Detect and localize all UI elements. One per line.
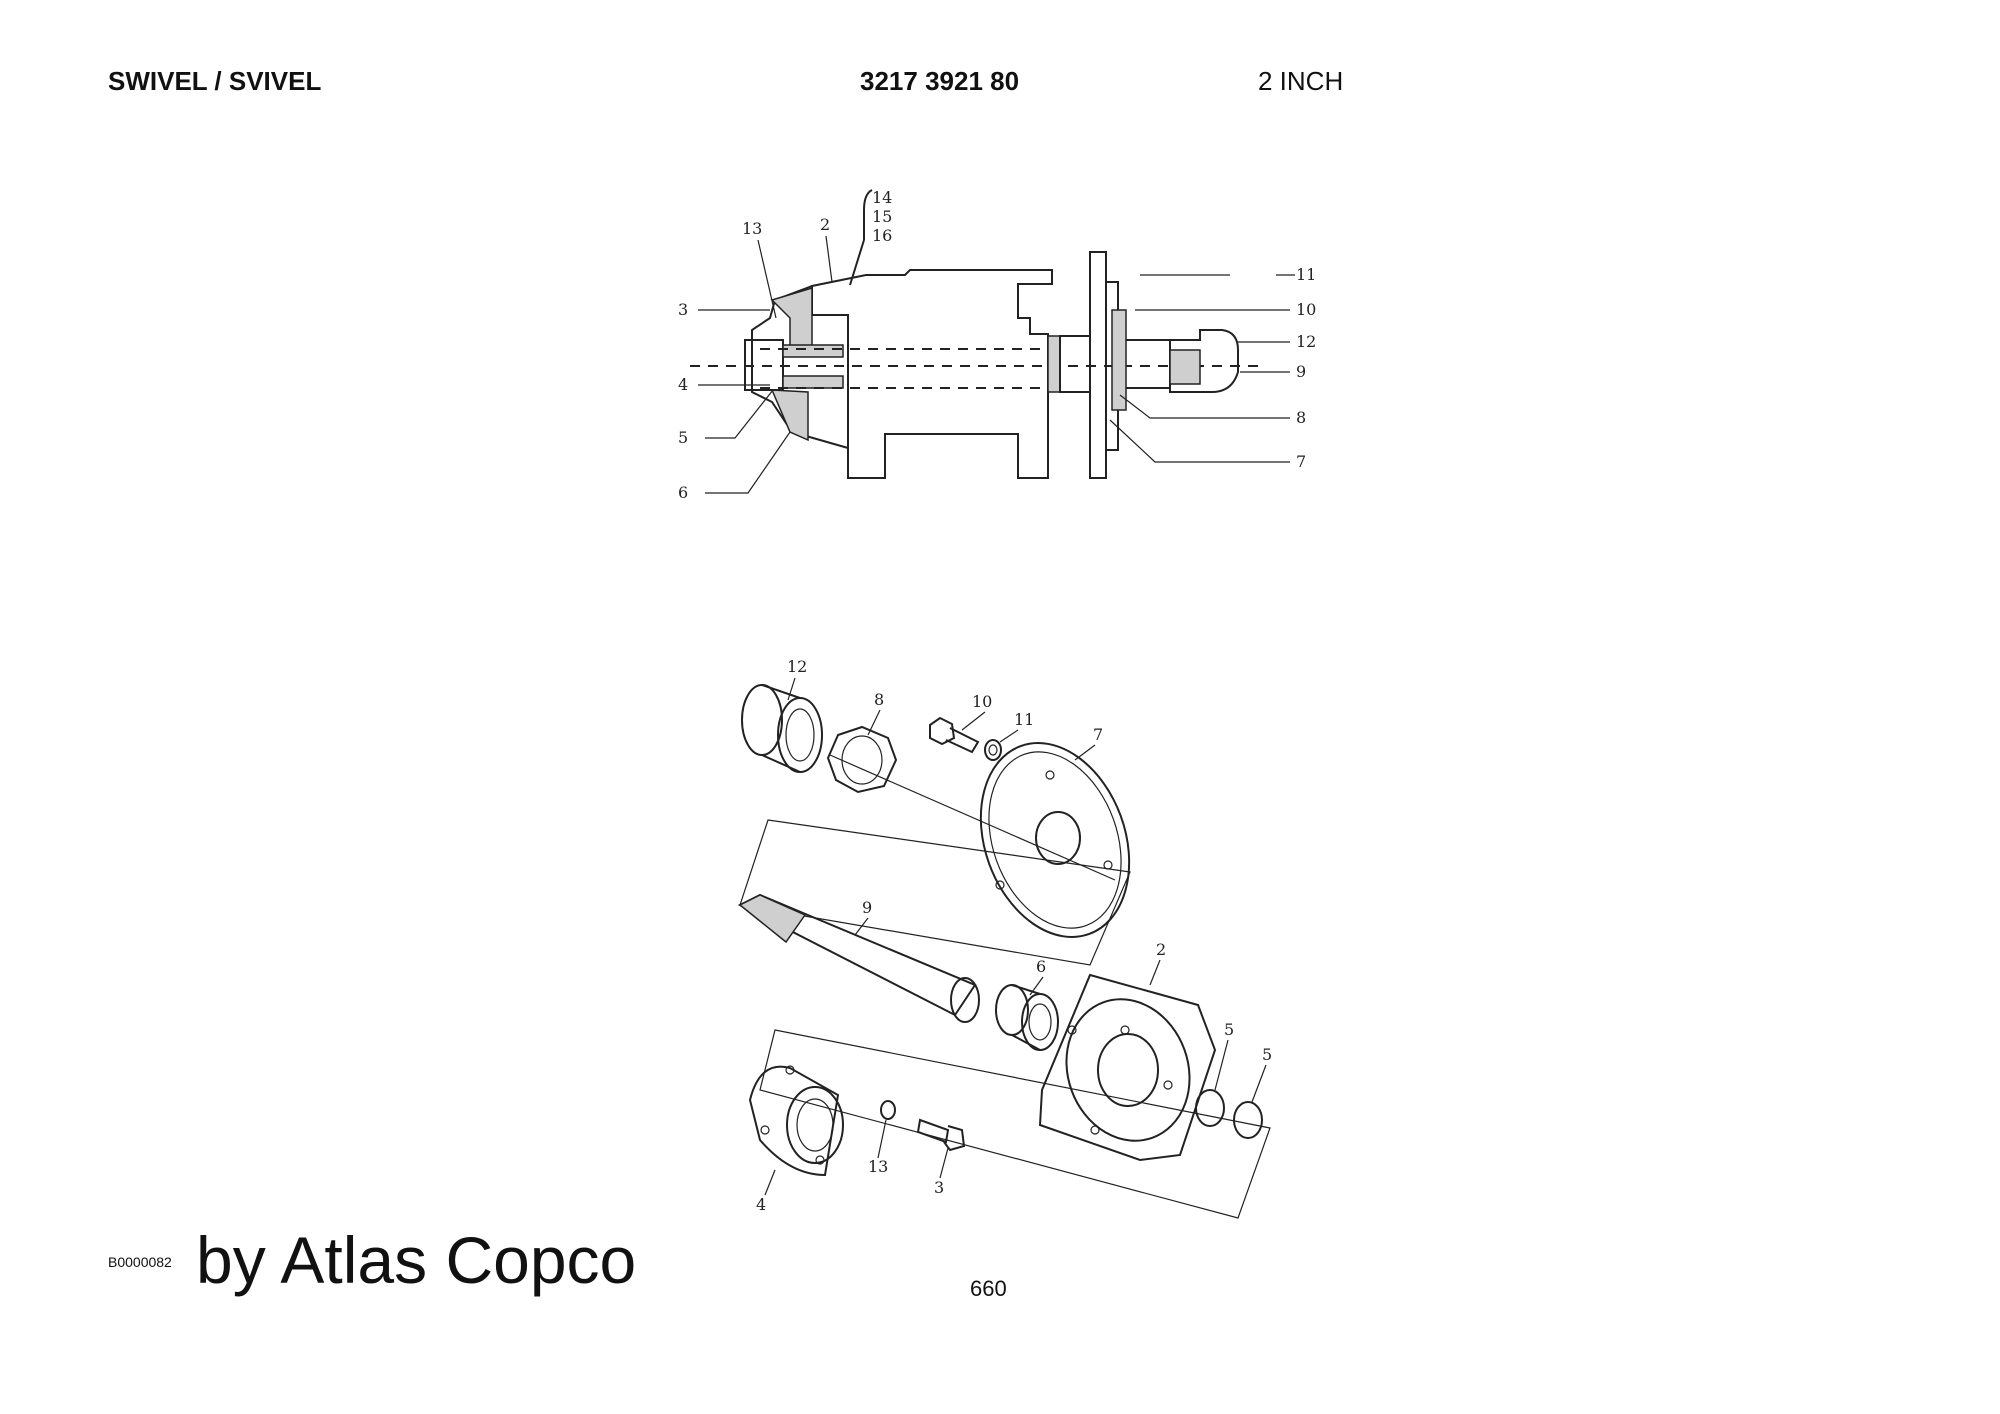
section-view-drawing bbox=[690, 189, 1295, 494]
exploded-label-12: 12 bbox=[787, 657, 807, 676]
section-label-6: 6 bbox=[678, 483, 688, 502]
page-title: SWIVEL / SVIVEL bbox=[108, 66, 322, 96]
document-code: B0000082 bbox=[108, 1254, 172, 1270]
exploded-label-2: 2 bbox=[1156, 940, 1166, 959]
exploded-label-10: 10 bbox=[972, 692, 992, 711]
exploded-label-5a: 5 bbox=[1224, 1020, 1234, 1039]
coupling-sleeve-part bbox=[741, 684, 823, 773]
brand-watermark: by Atlas Copco bbox=[196, 1223, 637, 1297]
exploded-view-drawing bbox=[737, 677, 1271, 1219]
exploded-label-5b: 5 bbox=[1262, 1045, 1272, 1064]
exploded-label-8: 8 bbox=[874, 690, 884, 709]
o-ring-part-b bbox=[1233, 1101, 1263, 1139]
section-label-14: 14 bbox=[872, 188, 892, 207]
hex-nut-part bbox=[826, 725, 898, 794]
pipe-part bbox=[737, 893, 980, 1023]
flange-disc-part bbox=[979, 742, 1131, 938]
section-label-4: 4 bbox=[678, 375, 688, 394]
section-label-3: 3 bbox=[678, 300, 688, 319]
section-label-8: 8 bbox=[1296, 408, 1306, 427]
exploded-label-11: 11 bbox=[1014, 710, 1034, 729]
exploded-label-4: 4 bbox=[756, 1195, 766, 1214]
section-label-11: 11 bbox=[1296, 265, 1316, 284]
section-label-5: 5 bbox=[678, 428, 688, 447]
exploded-label-3: 3 bbox=[934, 1178, 944, 1197]
section-label-15: 15 bbox=[872, 207, 892, 226]
section-label-16: 16 bbox=[872, 226, 892, 245]
section-label-12: 12 bbox=[1296, 332, 1316, 351]
washer-part-13 bbox=[880, 1100, 896, 1120]
exploded-label-6: 6 bbox=[1036, 957, 1046, 976]
bolt-part-3 bbox=[916, 1118, 966, 1152]
section-label-10: 10 bbox=[1296, 300, 1316, 319]
section-label-7: 7 bbox=[1296, 452, 1306, 471]
end-flange-part bbox=[748, 1065, 844, 1177]
part-number: 3217 3921 80 bbox=[860, 66, 1020, 96]
exploded-label-9: 9 bbox=[862, 898, 872, 917]
section-label-9: 9 bbox=[1296, 362, 1306, 381]
square-flange-housing-part bbox=[1038, 973, 1217, 1162]
section-label-2: 2 bbox=[820, 215, 830, 234]
bushing-part bbox=[995, 984, 1059, 1051]
bolt-part-10 bbox=[929, 716, 980, 754]
exploded-label-13: 13 bbox=[868, 1157, 888, 1176]
washer-part-11 bbox=[984, 739, 1002, 761]
page-number: 660 bbox=[970, 1276, 1007, 1301]
size-label: 2 INCH bbox=[1258, 66, 1344, 96]
exploded-label-7: 7 bbox=[1093, 725, 1103, 744]
o-ring-part-a bbox=[1195, 1089, 1225, 1127]
section-label-13: 13 bbox=[742, 219, 762, 238]
